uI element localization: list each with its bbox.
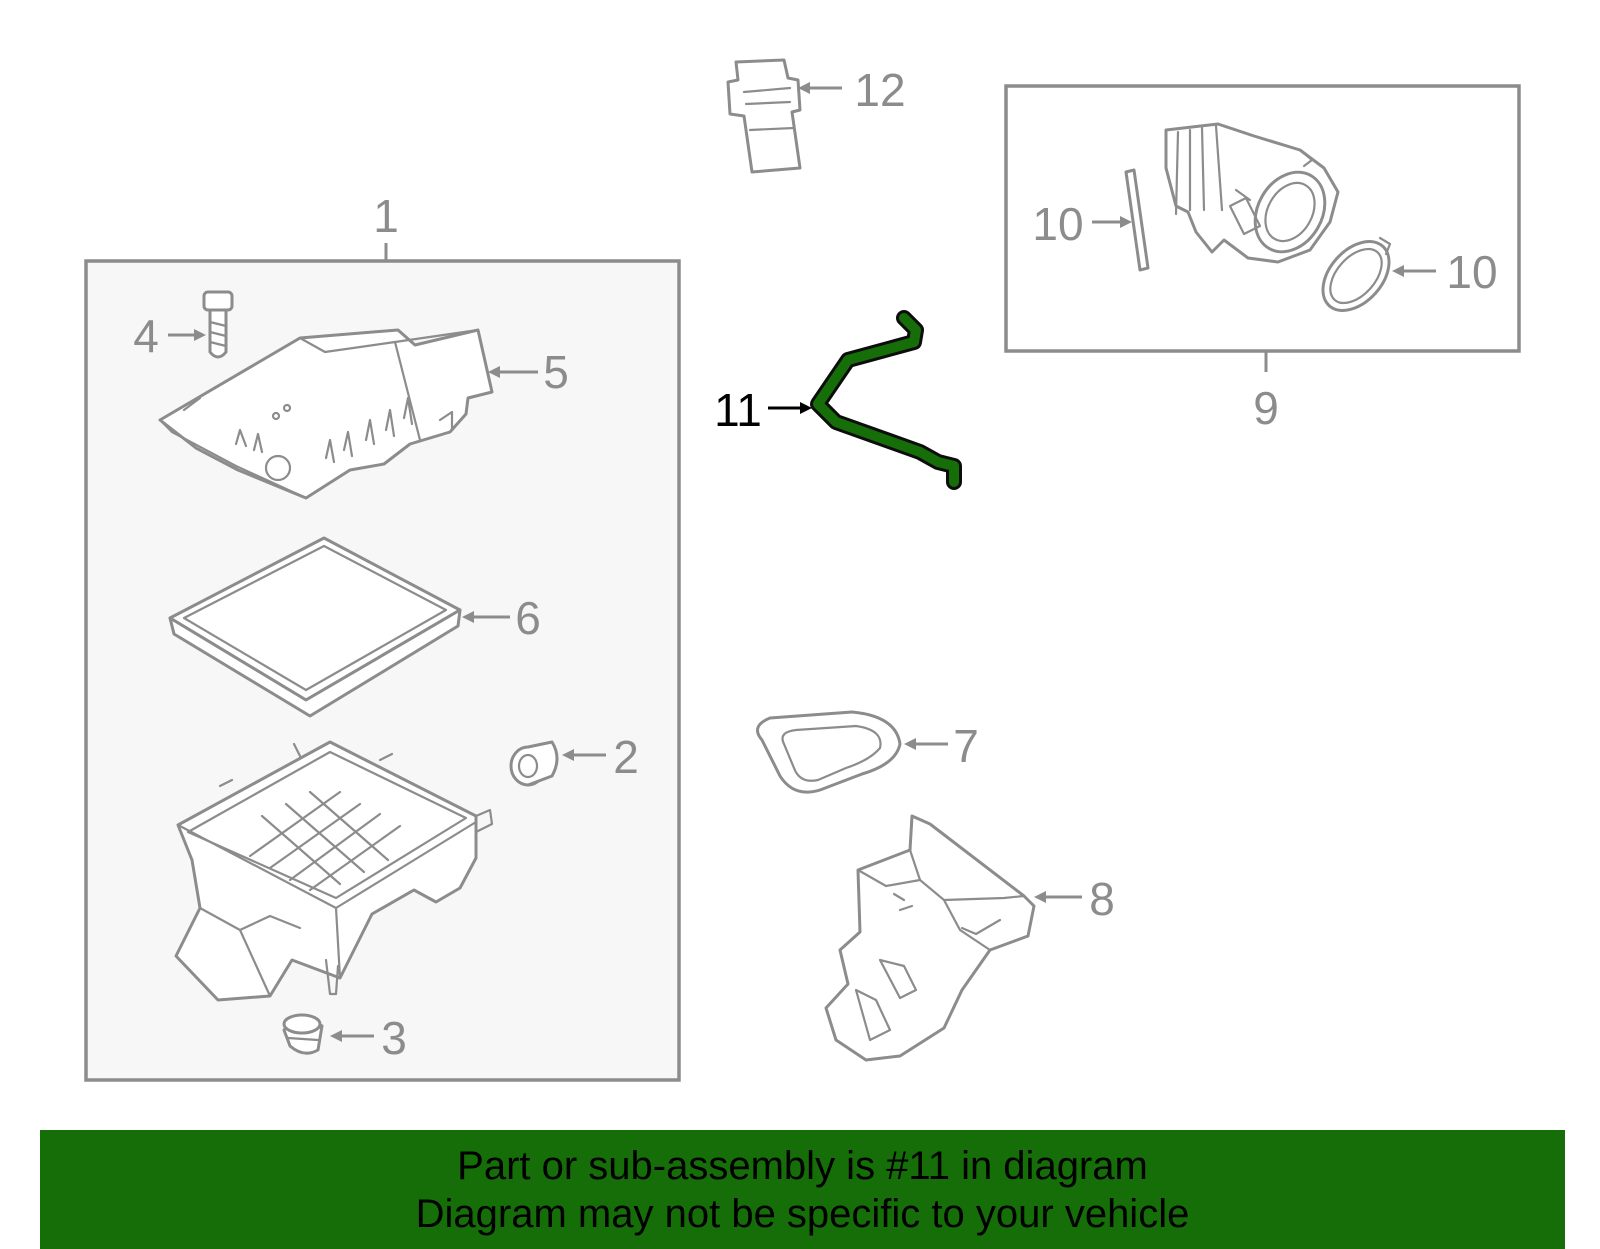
part-8-air-duct: [824, 814, 1036, 1062]
callout-6: 6: [515, 592, 541, 644]
callout-4: 4: [133, 310, 159, 362]
arrow-4: [194, 329, 206, 341]
callout-5: 5: [543, 346, 569, 398]
banner-line-1: Part or sub-assembly is #11 in diagram: [457, 1143, 1148, 1188]
part-1-lower-housing: [174, 740, 494, 1002]
arrow-3: [330, 1030, 342, 1042]
part-2-grommet: [509, 740, 559, 787]
part-9-outlet-duct: [1164, 122, 1340, 264]
callout-12: 12: [854, 64, 905, 116]
part-10-seal: [1124, 168, 1150, 272]
arrow-6: [462, 611, 474, 623]
callout-3: 3: [381, 1012, 407, 1064]
callout-10b: 10: [1446, 246, 1497, 298]
arrow-7: [904, 738, 916, 750]
arrow-12: [798, 82, 810, 94]
callout-11: 11: [714, 384, 762, 436]
callout-2: 2: [613, 731, 639, 783]
part-12-sensor: [726, 58, 802, 174]
part-3-drain-valve: [282, 1013, 324, 1055]
banner-line-2: Diagram may not be specific to your vehi…: [415, 1191, 1190, 1236]
arrow-10a: [1120, 216, 1132, 228]
part-11-hose: [810, 310, 962, 490]
callout-10a: 10: [1032, 198, 1083, 250]
parts-diagram: 1 9 4 5 6 2: [84, 58, 1521, 1082]
arrow-10b: [1392, 265, 1404, 277]
part-6-filter-element: [168, 536, 462, 718]
arrow-11: [800, 402, 812, 414]
callout-9: 9: [1253, 382, 1279, 434]
info-banner: Part or sub-assembly is #11 in diagram D…: [40, 1130, 1565, 1249]
part-5-housing-cover: [158, 328, 494, 500]
hose-fill: [813, 313, 959, 487]
part-4-bolt: [202, 290, 234, 359]
callout-1: 1: [373, 190, 399, 242]
part-7-gasket: [756, 710, 902, 794]
arrow-5: [488, 366, 500, 378]
arrow-8: [1034, 891, 1046, 903]
part-10-clamp: [1321, 236, 1392, 312]
callout-7: 7: [953, 720, 979, 772]
callout-8: 8: [1089, 873, 1115, 925]
arrow-2: [562, 749, 574, 761]
